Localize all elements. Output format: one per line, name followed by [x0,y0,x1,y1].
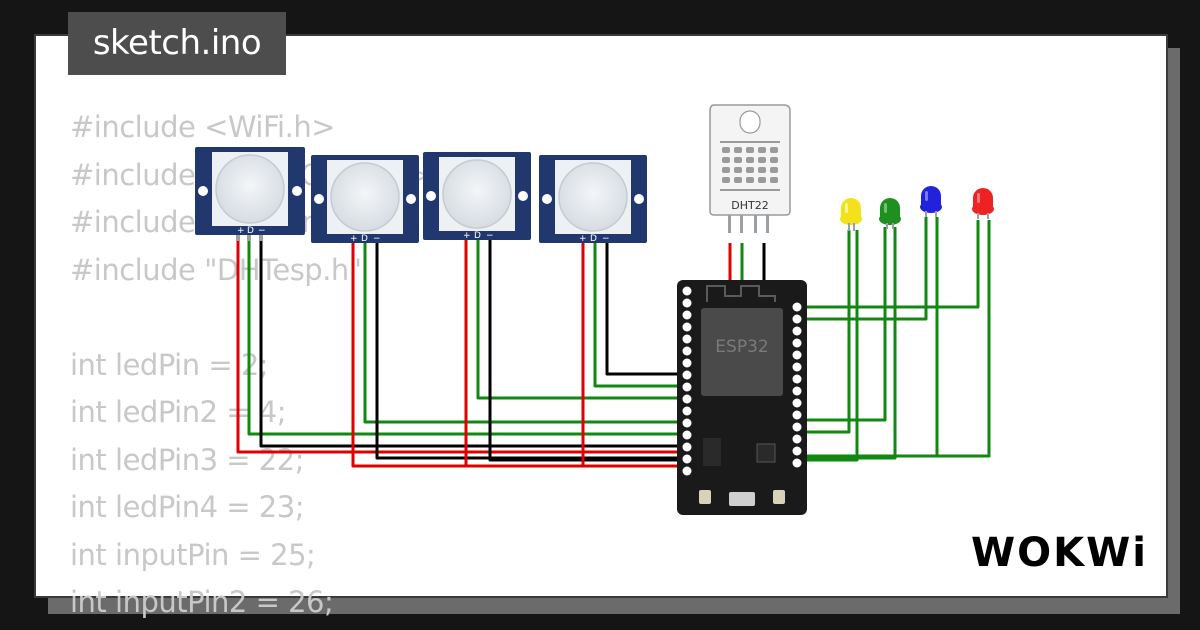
code-line: #include <WiFi.h> [70,110,336,144]
mounting-hole-icon [634,194,644,204]
mounting-hole-icon [542,194,552,204]
pir-sensor[interactable]: + D − [311,155,419,244]
usb-chip-icon [756,443,776,463]
file-name-label: sketch.ino [92,23,262,63]
code-line: int ledPin4 = 23; [70,490,304,524]
pir-sensor[interactable]: + D − [423,152,531,241]
wire-led-red-a[interactable] [798,220,980,309]
pin-label-data: D [247,226,254,236]
led-red-lens-icon [973,188,993,207]
code-line: int inputPin2 = 26; [70,585,334,619]
wire-led-blue-a[interactable] [798,217,928,321]
wire-pir4-ground[interactable] [605,243,682,376]
wire-pir4-signal[interactable] [593,243,682,388]
wire-pir2-signal[interactable] [363,243,682,424]
esp32-board[interactable]: ESP32 [677,280,807,515]
usb-port-icon [729,492,755,506]
pin-label-power: + [350,234,358,244]
pir-dome-icon [330,162,400,232]
pin-label-data: D [361,234,368,244]
pin-label-power: + [579,234,587,244]
boot-button[interactable] [699,490,711,504]
pin-label-power: + [463,231,471,241]
pir-dome-icon [215,154,285,224]
pin-label-ground: − [602,234,610,244]
code-line: int inputPin = 25; [70,537,316,572]
wokwi-logo: WOKWi [971,530,1148,576]
pin-label-ground: − [486,231,494,241]
wire-led-green-b[interactable] [798,227,897,460]
wire-pir1-ground[interactable] [259,236,682,448]
esp-module-shield [701,308,783,396]
pin-label-data: D [590,234,597,244]
code-line: int ledPin3 = 22; [70,442,304,477]
dht22-sensor[interactable]: DHT22 [709,104,791,233]
wire-pir1-power[interactable] [236,236,682,454]
file-name-tab[interactable]: sketch.ino [68,12,286,75]
mounting-hole-icon [426,191,436,201]
mounting-hole-icon [406,194,416,204]
voltage-regulator-icon [703,438,721,466]
pin-header-left [682,286,692,476]
wire-pir3-signal[interactable] [476,240,682,400]
reset-button[interactable] [773,490,785,504]
pir-sensor[interactable]: + D − [195,147,305,241]
wire-pir3-ground[interactable] [488,240,682,462]
wire-led-red-b[interactable] [798,220,991,458]
pin-label-ground: − [373,234,381,244]
mounting-hole-icon [518,191,528,201]
pir-dome-icon [442,159,512,229]
dht-vent-icon [720,141,780,191]
pin-header-right [792,302,802,468]
led-blue[interactable] [920,186,942,217]
led-yellow[interactable] [840,198,862,231]
dht-label: DHT22 [731,199,768,212]
wire-led-yellow-a[interactable] [798,230,851,434]
led-red[interactable] [972,188,994,219]
wires [236,217,991,468]
wire-led-green-a[interactable] [798,227,887,422]
antenna-trace-icon [706,285,776,302]
wire-pir3-power[interactable] [464,240,682,468]
led-yellow-lens-icon [841,198,861,217]
led-blue-lens-icon [921,186,941,205]
wokwi-logo-text: WOKWi [971,530,1148,576]
wire-pir1-signal[interactable] [247,236,682,436]
led-green[interactable] [879,198,901,229]
esp-label: ESP32 [715,337,768,357]
led-green-lens-icon [880,198,900,217]
pir-dome-icon [558,162,628,232]
pin-label-ground: − [258,226,266,236]
pin-label-power: + [237,226,245,236]
dht-mount-slot [739,110,761,134]
pin-label-data: D [474,231,481,241]
wire-pir2-ground[interactable] [375,243,682,460]
wire-pir4-power[interactable] [581,243,682,468]
pir-sensor[interactable]: + D − [539,155,647,244]
mounting-hole-icon [314,194,324,204]
mounting-hole-icon [198,186,208,196]
mounting-hole-icon [292,186,302,196]
code-line: int ledPin = 2; [70,347,269,382]
code-line: #include "DHTesp.h" [70,252,362,287]
